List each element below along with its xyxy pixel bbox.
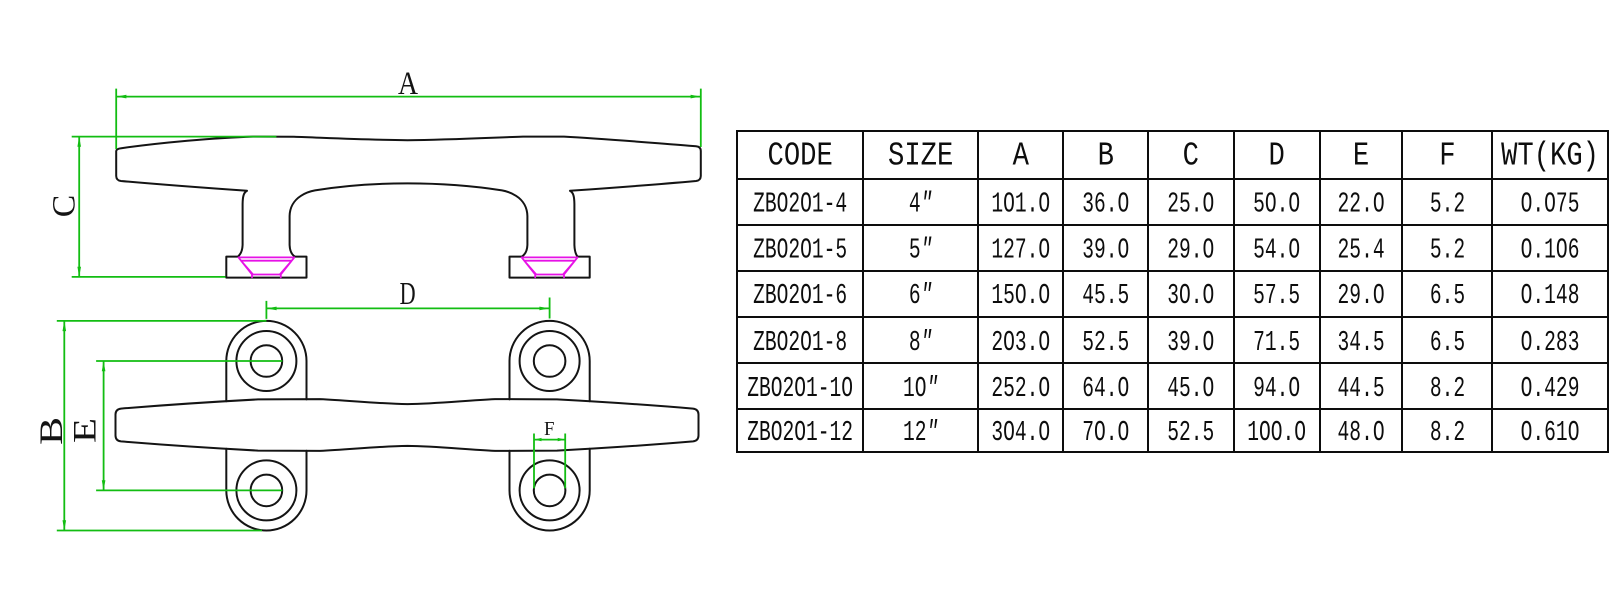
svg-text:C: C — [47, 195, 83, 218]
svg-text:B: B — [34, 417, 70, 445]
svg-text:D: D — [400, 275, 416, 311]
svg-text:E: E — [68, 418, 104, 443]
svg-text:F: F — [544, 418, 555, 440]
svg-text:A: A — [398, 66, 418, 102]
